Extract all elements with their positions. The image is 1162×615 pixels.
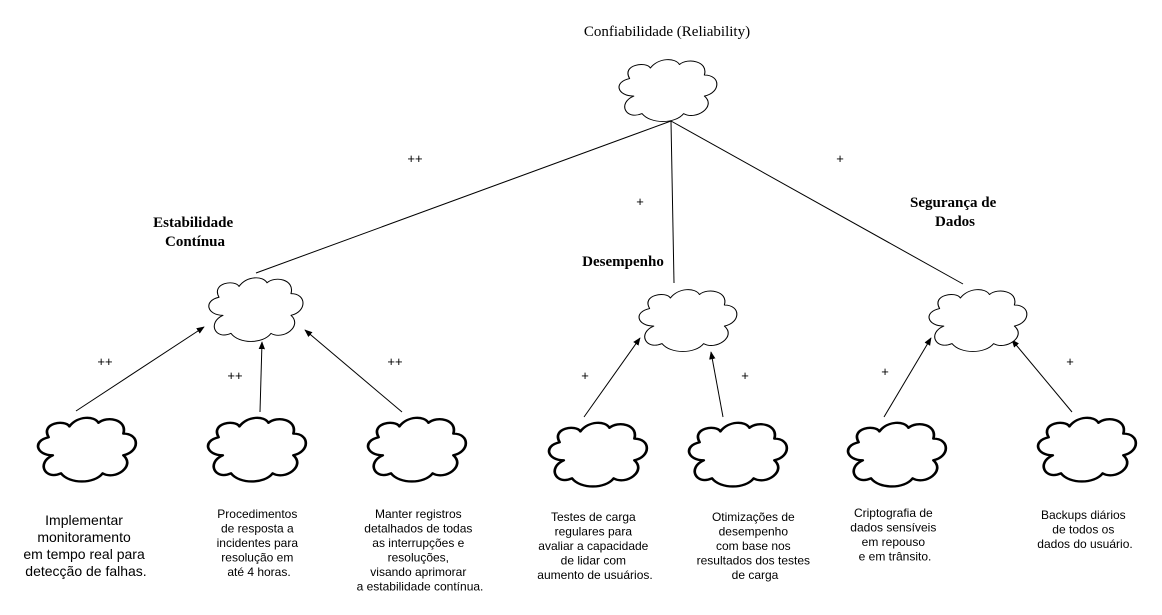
leaf-edges — [75, 326, 1073, 418]
edge-label-procedimentos: ++ — [227, 368, 242, 383]
leaf-text-backups: Backups diários de todos os dados do usu… — [1037, 508, 1132, 551]
cloud-nodes — [36, 59, 1138, 488]
leaf-text-registros: Manter registros detalhados de todas as … — [357, 507, 484, 594]
edge-label-desempenho: + — [636, 194, 644, 209]
cloud-seguranca — [928, 289, 1028, 352]
leaf-text-otimizacoes: Otimizações de desempenho com base nos r… — [697, 510, 814, 582]
branch-title-estabilidade: Estabilidade Contínua — [153, 215, 237, 250]
edge-leaf-testes — [583, 337, 641, 418]
cloud-leaf-registros — [366, 416, 468, 483]
edge-label-seguranca: + — [836, 151, 844, 166]
edge-label-monitoramento: ++ — [97, 354, 112, 369]
leaf-text-monitoramento: Implementar monitoramento em tempo real … — [23, 512, 148, 579]
cloud-leaf-otimizacoes — [687, 421, 789, 488]
cloud-root — [618, 59, 718, 122]
edge-label-registros: ++ — [387, 354, 402, 369]
edge-leaf-otimizacoes — [709, 351, 724, 418]
root-title: Confiabilidade (Reliability) — [584, 24, 750, 40]
leaf-text-criptografia: Criptografia de dados sensíveis em repou… — [850, 506, 939, 564]
cloud-leaf-criptografia — [846, 421, 948, 488]
edge-leaf-backups — [1011, 339, 1073, 413]
edge-leaf-criptografia — [883, 337, 932, 418]
root-edges — [255, 120, 964, 285]
cloud-leaf-testes — [547, 421, 649, 488]
edge-leaf-monitoramento — [75, 326, 205, 412]
leaf-text-testes: Testes de carga regulares para avaliar a… — [537, 510, 652, 582]
cloud-desempenho — [638, 289, 738, 352]
edge-root-estabilidade — [255, 120, 672, 274]
edge-root-desempenho — [670, 120, 675, 284]
branch-title-desempenho: Desempenho — [582, 254, 664, 270]
edge-label-criptografia: + — [881, 364, 889, 379]
edge-leaf-registros — [304, 329, 403, 413]
edge-label-estabilidade: ++ — [407, 151, 422, 166]
edge-root-seguranca — [670, 120, 964, 285]
edge-label-otimizacoes: + — [741, 368, 749, 383]
edge-label-testes: + — [581, 368, 589, 383]
cloud-estabilidade — [208, 277, 304, 342]
cloud-leaf-backups — [1036, 416, 1138, 483]
cloud-leaf-procedimentos — [206, 416, 308, 483]
cloud-leaf-monitoramento — [36, 416, 138, 483]
edge-label-backups: + — [1066, 354, 1074, 369]
branch-title-seguranca: Segurança de Dados — [910, 195, 1000, 230]
edge-leaf-procedimentos — [258, 341, 265, 413]
leaf-text-procedimentos: Procedimentos de resposta a incidentes p… — [217, 507, 302, 579]
